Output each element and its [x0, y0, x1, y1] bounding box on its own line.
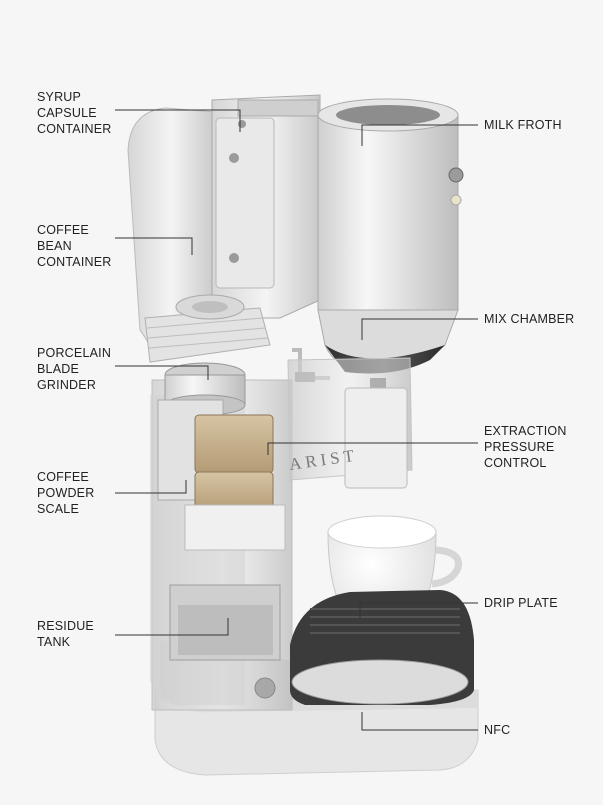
leader-scale	[115, 480, 187, 494]
leader-drip	[359, 602, 478, 618]
leader-residue	[115, 618, 229, 636]
label-porcelain-blade-grinder: PORCELAIN BLADE GRINDER	[37, 346, 112, 392]
leader-mix	[361, 318, 478, 340]
drip-plate	[290, 590, 474, 705]
leader-grinder	[115, 365, 209, 380]
leader-extraction	[267, 442, 478, 455]
label-mix-chamber: MIX CHAMBER	[484, 312, 575, 326]
label-coffee-powder-scale: COFFEE POWDER SCALE	[37, 470, 95, 516]
leader-lines	[115, 109, 478, 731]
milk-froth-tank	[317, 98, 464, 311]
label-extraction-pressure-control: EXTRACTION PRESSURE CONTROL	[484, 424, 567, 470]
leader-syrup	[115, 109, 241, 132]
grinder-fins	[144, 294, 271, 363]
residue-tank	[169, 584, 281, 699]
leader-bean	[115, 237, 193, 255]
label-syrup-capsule-container: SYRUP CAPSULE CONTAINER	[37, 90, 112, 136]
label-coffee-bean-container: COFFEE BEAN CONTAINER	[37, 223, 112, 269]
extraction-unit: ARIST	[287, 348, 413, 489]
label-drip-plate: DRIP PLATE	[484, 596, 558, 610]
label-residue-tank: RESIDUE TANK	[37, 619, 94, 649]
label-milk-froth: MILK FROTH	[484, 118, 562, 132]
leader-nfc	[361, 712, 478, 731]
bean-container	[211, 94, 321, 319]
label-nfc: NFC	[484, 723, 511, 737]
leader-milk	[361, 124, 478, 146]
powder-scale	[157, 399, 286, 551]
